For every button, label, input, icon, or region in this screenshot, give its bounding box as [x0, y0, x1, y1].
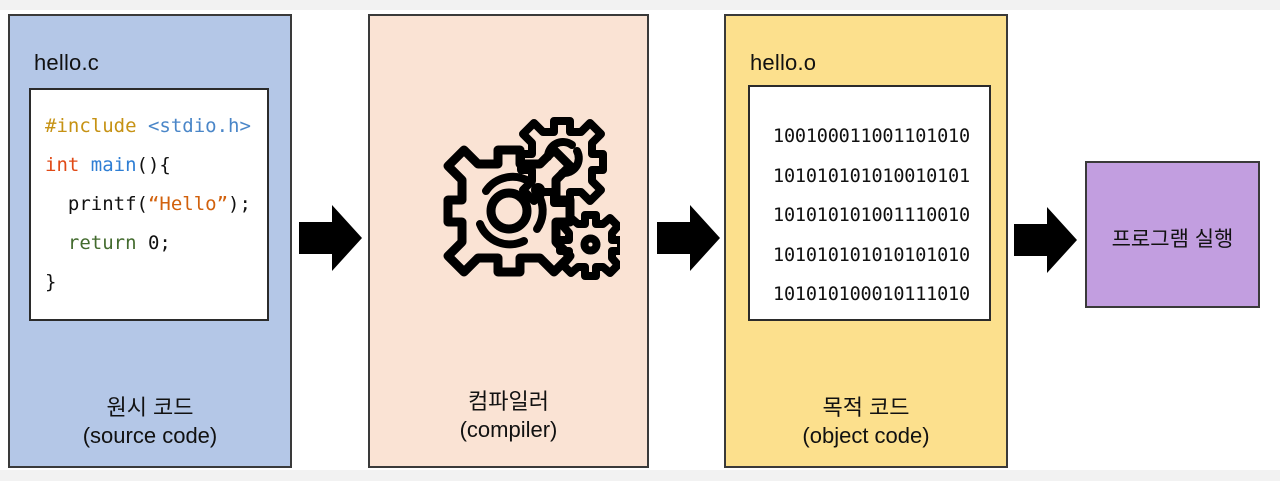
program-run-label: 프로그램 실행 — [1111, 228, 1234, 251]
code-token — [45, 232, 68, 254]
caption-source-en: (source code) — [82, 423, 218, 449]
source-code-line: return 0; — [45, 224, 261, 263]
code-token: “Hello” — [147, 193, 229, 215]
object-binary-line: 101010101001110010 — [773, 205, 970, 226]
panel-object-code: hello.o 100100011001101010 10101010101001… — [724, 14, 1008, 468]
file-label-object: hello.o — [750, 50, 817, 75]
code-token: (){ — [136, 154, 171, 176]
gears-icon — [420, 102, 620, 302]
source-code-line: int main(){ — [45, 146, 261, 185]
object-code-box: 100100011001101010 101010101010010101 1010… — [748, 85, 991, 321]
caption-compiler-en: (compiler) — [459, 417, 558, 443]
source-code-line: printf(“Hello”); — [45, 185, 261, 224]
panel-source-code: hello.c #include <stdio.h>int main(){ pr… — [8, 14, 292, 468]
code-token: ); — [228, 193, 251, 215]
code-token: <stdio.h> — [147, 115, 251, 137]
file-label-source: hello.c — [34, 50, 99, 75]
source-code-box: #include <stdio.h>int main(){ printf(“He… — [29, 88, 269, 321]
panel-program-run: 프로그램 실행 — [1085, 161, 1260, 308]
caption-object-ko: 목적 코드 — [822, 395, 910, 420]
object-binary-line: 100100011001101010 — [773, 126, 970, 147]
code-token — [137, 115, 148, 137]
code-token: main — [90, 154, 137, 176]
arrow-object-to-run — [1014, 207, 1077, 273]
code-token: int — [45, 154, 80, 176]
caption-compiler-ko: 컴파일러 — [468, 389, 549, 414]
code-token — [79, 154, 90, 176]
caption-source-ko: 원시 코드 — [106, 395, 194, 420]
source-code-line: #include <stdio.h> — [45, 107, 261, 146]
code-token: #include — [45, 115, 137, 137]
source-code-line: } — [45, 263, 261, 302]
caption-compiler: 컴파일러 (compiler) — [370, 388, 647, 444]
code-token: printf( — [45, 193, 148, 215]
caption-object-en: (object code) — [802, 423, 930, 449]
caption-object: 목적 코드 (object code) — [726, 394, 1006, 450]
arrow-compiler-to-object — [657, 205, 720, 271]
object-binary-line: 101010101010101010 — [773, 244, 970, 266]
caption-source: 원시 코드 (source code) — [10, 394, 290, 450]
panel-compiler: 컴파일러 (compiler) — [368, 14, 649, 468]
source-code-lines: #include <stdio.h>int main(){ printf(“He… — [45, 107, 261, 302]
arrow-source-to-compiler — [299, 205, 362, 271]
object-binary-line: 101010101010010101 — [773, 165, 970, 187]
code-token: return — [67, 232, 137, 254]
code-token: 0; — [136, 232, 171, 254]
object-binary-line: 101010100010111010 — [773, 284, 970, 305]
code-token: } — [45, 271, 57, 293]
object-binary-lines: 100100011001101010 101010101010010101 1010… — [758, 117, 985, 315]
